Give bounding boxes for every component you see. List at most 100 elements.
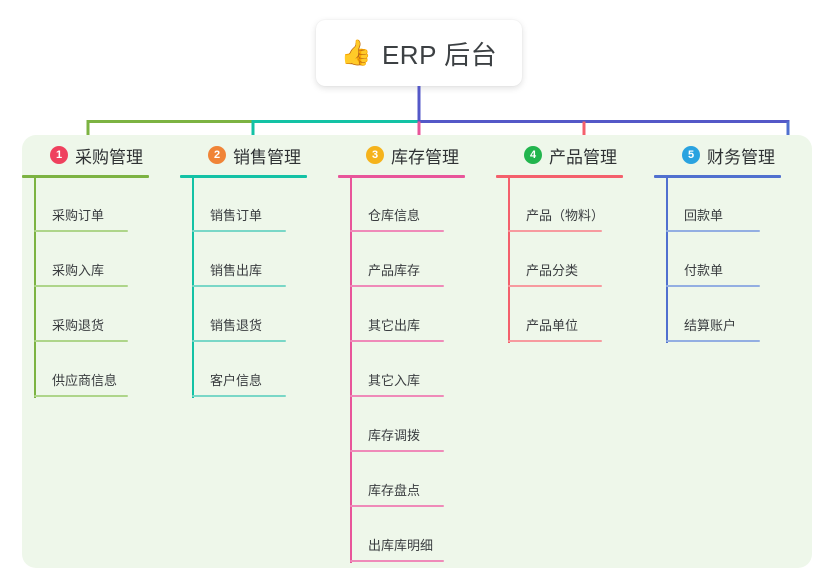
list-item-label: 仓库信息 (368, 208, 421, 223)
list-item[interactable]: 销售出库 (180, 233, 338, 288)
list-item[interactable]: 出库库明细 (338, 508, 496, 563)
list-item-underline (192, 340, 286, 342)
root-node-content: 👍 ERP 后台 (341, 35, 497, 72)
list-item[interactable]: 销售退货 (180, 288, 338, 343)
column-3: 3 库存管理仓库信息产品库存其它出库其它入库库存调拨库存盘点出库库明细 (338, 135, 496, 568)
list-item-underline (34, 230, 128, 232)
list-item-label: 产品库存 (368, 263, 421, 278)
list-item-label: 库存调拨 (368, 428, 421, 443)
column-spine-4 (508, 178, 510, 343)
list-item-underline (666, 230, 760, 232)
column-badge-4: 4 (524, 146, 542, 164)
thumbs-up-icon: 👍 (340, 38, 372, 67)
column-badge-5: 5 (682, 146, 700, 164)
list-item-label: 销售退货 (210, 318, 263, 333)
column-4: 4 产品管理产品（物料） 产品分类产品单位 (496, 135, 654, 568)
list-item[interactable]: 其它出库 (338, 288, 496, 343)
column-title-2: 销售管理 (233, 147, 301, 167)
list-item-label: 供应商信息 (52, 373, 118, 388)
list-item[interactable]: 仓库信息 (338, 178, 496, 233)
list-item-label: 付款单 (684, 263, 724, 278)
column-underline-5 (654, 175, 781, 178)
column-header-1[interactable]: 1 采购管理 (38, 135, 180, 175)
column-underline-2 (180, 175, 307, 178)
column-spine-5 (666, 178, 668, 343)
list-item-underline (34, 340, 128, 342)
list-item-underline (350, 395, 444, 397)
column-badge-2: 2 (208, 146, 226, 164)
list-item-underline (192, 395, 286, 397)
list-item[interactable]: 结算账户 (654, 288, 812, 343)
column-items-3: 仓库信息产品库存其它出库其它入库库存调拨库存盘点出库库明细 (338, 178, 496, 563)
root-node-title: ERP 后台 (381, 39, 498, 70)
root-node-erp-backend[interactable]: 👍 ERP 后台 (316, 20, 522, 86)
column-title-4: 产品管理 (549, 147, 617, 167)
list-item-label: 销售出库 (210, 263, 263, 278)
column-underline-3 (338, 175, 465, 178)
list-item[interactable]: 销售订单 (180, 178, 338, 233)
columns-container: 1 采购管理采购订单采购入库采购退货供应商信息 2 销售管理销售订单销售出库销售退货客… (22, 135, 812, 568)
list-item-label: 采购退货 (52, 318, 105, 333)
list-item[interactable]: 采购入库 (22, 233, 180, 288)
list-item[interactable]: 采购订单 (22, 178, 180, 233)
list-item[interactable]: 库存调拨 (338, 398, 496, 453)
column-spine-3 (350, 178, 352, 563)
column-underline-1 (22, 175, 149, 178)
column-header-2[interactable]: 2 销售管理 (196, 135, 338, 175)
column-2: 2 销售管理销售订单销售出库销售退货客户信息 (180, 135, 338, 568)
column-header-3[interactable]: 3 库存管理 (354, 135, 496, 175)
list-item-underline (508, 340, 602, 342)
list-item[interactable]: 回款单 (654, 178, 812, 233)
list-item[interactable]: 库存盘点 (338, 453, 496, 508)
column-items-4: 产品（物料） 产品分类产品单位 (496, 178, 654, 343)
list-item-underline (192, 230, 286, 232)
list-item[interactable]: 产品单位 (496, 288, 654, 343)
list-item-label: 产品单位 (526, 318, 579, 333)
list-item-underline (350, 285, 444, 287)
list-item-underline (34, 395, 128, 397)
list-item-underline (666, 340, 760, 342)
column-header-5[interactable]: 5 财务管理 (670, 135, 812, 175)
column-spine-1 (34, 178, 36, 398)
column-1: 1 采购管理采购订单采购入库采购退货供应商信息 (22, 135, 180, 568)
column-badge-3: 3 (366, 146, 384, 164)
list-item[interactable]: 产品（物料） (496, 178, 654, 233)
list-item-label: 产品（物料） (526, 208, 605, 223)
column-items-5: 回款单付款单结算账户 (654, 178, 812, 343)
column-title-1: 采购管理 (75, 147, 143, 167)
list-item-label: 其它出库 (368, 318, 421, 333)
list-item-underline (192, 285, 286, 287)
list-item-underline (508, 285, 602, 287)
list-item-label: 采购入库 (52, 263, 105, 278)
column-title-5: 财务管理 (707, 147, 775, 167)
list-item[interactable]: 付款单 (654, 233, 812, 288)
list-item-label: 采购订单 (52, 208, 105, 223)
column-5: 5 财务管理回款单付款单结算账户 (654, 135, 812, 568)
list-item-underline (666, 285, 760, 287)
list-item-label: 库存盘点 (368, 483, 421, 498)
column-underline-4 (496, 175, 623, 178)
list-item[interactable]: 客户信息 (180, 343, 338, 398)
list-item-label: 产品分类 (526, 263, 579, 278)
list-item-underline (34, 285, 128, 287)
list-item-underline (350, 450, 444, 452)
column-items-2: 销售订单销售出库销售退货客户信息 (180, 178, 338, 398)
list-item[interactable]: 产品库存 (338, 233, 496, 288)
list-item-underline (350, 340, 444, 342)
list-item-underline (350, 230, 444, 232)
list-item-underline (350, 505, 444, 507)
column-badge-1: 1 (50, 146, 68, 164)
list-item-label: 结算账户 (684, 318, 737, 333)
list-item[interactable]: 采购退货 (22, 288, 180, 343)
list-item-label: 其它入库 (368, 373, 421, 388)
column-items-1: 采购订单采购入库采购退货供应商信息 (22, 178, 180, 398)
list-item[interactable]: 供应商信息 (22, 343, 180, 398)
list-item[interactable]: 其它入库 (338, 343, 496, 398)
list-item-label: 回款单 (684, 208, 724, 223)
column-title-3: 库存管理 (391, 147, 459, 167)
list-item-underline (508, 230, 602, 232)
column-spine-2 (192, 178, 194, 398)
column-header-4[interactable]: 4 产品管理 (512, 135, 654, 175)
list-item-label: 客户信息 (210, 373, 263, 388)
list-item[interactable]: 产品分类 (496, 233, 654, 288)
